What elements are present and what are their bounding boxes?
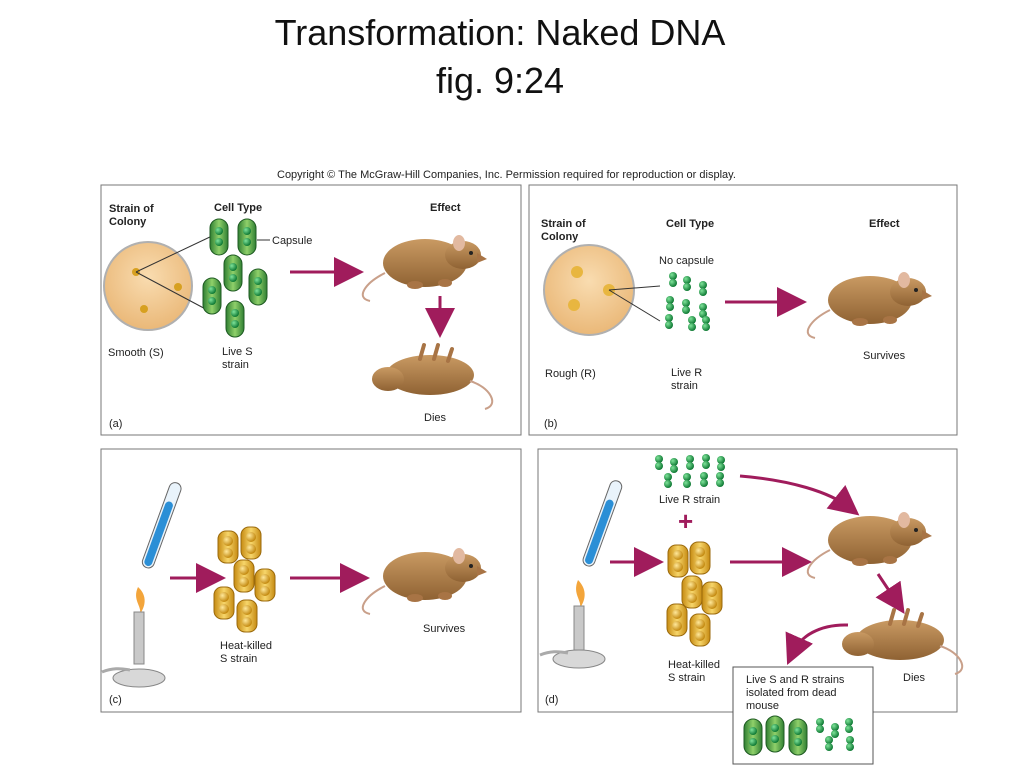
cell-label-c: Heat-killed S strain (220, 640, 272, 665)
mouse-b (806, 271, 933, 339)
strain-header-b: Strain of Colony (541, 218, 586, 243)
strain-header-a: Strain of Colony (109, 203, 154, 228)
heat-killed-cell-d (701, 581, 723, 615)
slide-title: Transformation: Naked DNA (274, 12, 726, 53)
heat-killed-cell-d (667, 544, 689, 578)
cell-label-b: Live R strain (671, 367, 703, 392)
heat-killed-cell (254, 568, 276, 602)
dead-mouse-d (840, 608, 965, 676)
plus-sign: + (678, 506, 694, 536)
effect-header-b: Effect (869, 218, 900, 230)
heat-killed-cell-d (689, 613, 711, 647)
s-cell (248, 268, 268, 306)
cell-label-a: Live S strain (222, 346, 253, 371)
mouse-a (361, 234, 488, 302)
panel-a-frame (100, 184, 522, 436)
panel-tag-b: (b) (544, 418, 558, 430)
test-tube-c (141, 482, 182, 569)
s-cell (225, 300, 245, 338)
panel-c-frame (100, 448, 522, 713)
heat-killed-cell-d (666, 603, 688, 637)
effect-header-a: Effect (430, 202, 461, 214)
panel-tag-d: (d) (545, 694, 559, 706)
effect-label-b: Survives (863, 350, 906, 362)
arrow-d-down (875, 573, 905, 614)
heat-killed-cell (236, 599, 258, 633)
petri-dish-rough (543, 244, 635, 336)
arrow-d-isolate (785, 623, 849, 665)
heat-killed-cell (213, 586, 235, 620)
panel-tag-a: (a) (109, 418, 123, 430)
colony-label-a: Smooth (S) (108, 347, 164, 359)
effect-label-d: Dies (903, 672, 926, 684)
heat-killed-cell-d (681, 575, 703, 609)
heat-killed-cell (233, 559, 255, 593)
no-capsule-label: No capsule (659, 255, 715, 267)
mouse-c (361, 547, 488, 615)
s-cell (237, 218, 257, 256)
cell-header-a: Cell Type (214, 202, 263, 214)
effect-label-c: Survives (423, 623, 466, 635)
mouse-d (806, 511, 933, 579)
panel-tag-c: (c) (109, 694, 122, 706)
slide-subtitle: fig. 9:24 (435, 60, 565, 101)
cell-header-b: Cell Type (666, 218, 715, 230)
petri-dish-smooth (103, 241, 193, 331)
arrow-d-live-r (739, 474, 860, 516)
heat-killed-cell (217, 530, 239, 564)
heat-killed-cell (240, 526, 262, 560)
test-tube-d (582, 480, 623, 567)
s-cell (223, 254, 243, 292)
panel-b-frame (528, 184, 958, 436)
heat-killed-label-d: Heat-killed S strain (668, 659, 720, 684)
capsule-label: Capsule (272, 235, 313, 247)
isolated-label: Live S and R strains isolated from dead … (746, 674, 845, 712)
s-cell (202, 277, 222, 315)
heat-killed-cell-d (689, 541, 711, 575)
live-r-label: Live R strain (659, 494, 721, 506)
copyright-notice: Copyright © The McGraw-Hill Companies, I… (277, 169, 736, 181)
effect-label-a: Dies (424, 412, 447, 424)
s-cell (209, 218, 229, 256)
colony-label-b: Rough (R) (545, 368, 596, 380)
dead-mouse-a (370, 343, 495, 411)
